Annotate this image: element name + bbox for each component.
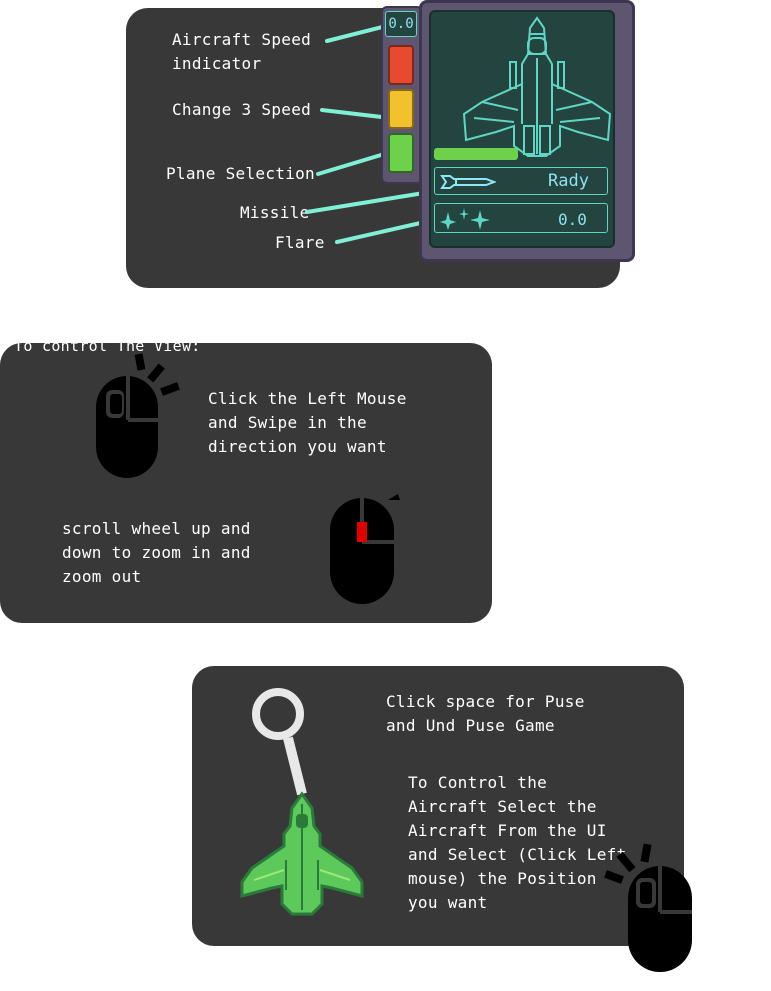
flare-sparkle-icon: [440, 208, 490, 230]
mouse-click-icon: [604, 843, 692, 972]
magnifier-icon: [252, 688, 307, 796]
missile-label: Missile: [240, 203, 310, 222]
plane-selection-screen[interactable]: [429, 10, 615, 248]
aircraft-speed-label: Aircraft Speed indicator: [172, 30, 312, 73]
green-jet-icon: [240, 791, 364, 916]
blueprint-jet-icon: [462, 16, 612, 157]
flare-label: Flare: [275, 233, 325, 252]
health-bar: [434, 148, 518, 160]
speed-button-red[interactable]: [388, 45, 414, 85]
speed-button-green[interactable]: [388, 133, 414, 173]
aircraft-control-instruction: To Control the Aircraft Select the Aircr…: [408, 773, 627, 912]
view-controls-heading: To control The View:: [14, 337, 201, 355]
missile-row[interactable]: [434, 167, 608, 195]
plane-selection-label: Plane Selection: [166, 164, 315, 183]
flare-row[interactable]: [434, 203, 608, 233]
speed-indicator-pointer: [325, 24, 388, 43]
change-speed-label: Change 3 Speed: [172, 100, 312, 119]
flare-value: 0.0: [558, 210, 587, 229]
mouse-scroll-icon: [330, 494, 400, 604]
change-speed-pointer: [320, 108, 392, 120]
left-mouse-instruction: Click the Left Mouse and Swipe in the di…: [208, 389, 407, 456]
mouse-left-click-icon: [96, 353, 180, 478]
missile-icon: [440, 175, 496, 189]
missile-pointer: [305, 189, 438, 214]
scroll-instruction: scroll wheel up and down to zoom in and …: [62, 519, 251, 586]
speed-indicator: 0.0: [385, 11, 417, 37]
game-controls-panel: [192, 666, 684, 946]
speed-button-yellow[interactable]: [388, 89, 414, 129]
missile-status: Rady: [548, 171, 589, 191]
pause-instruction: Click space for Puse and Und Puse Game: [386, 692, 585, 735]
view-controls-panel: [0, 343, 492, 623]
